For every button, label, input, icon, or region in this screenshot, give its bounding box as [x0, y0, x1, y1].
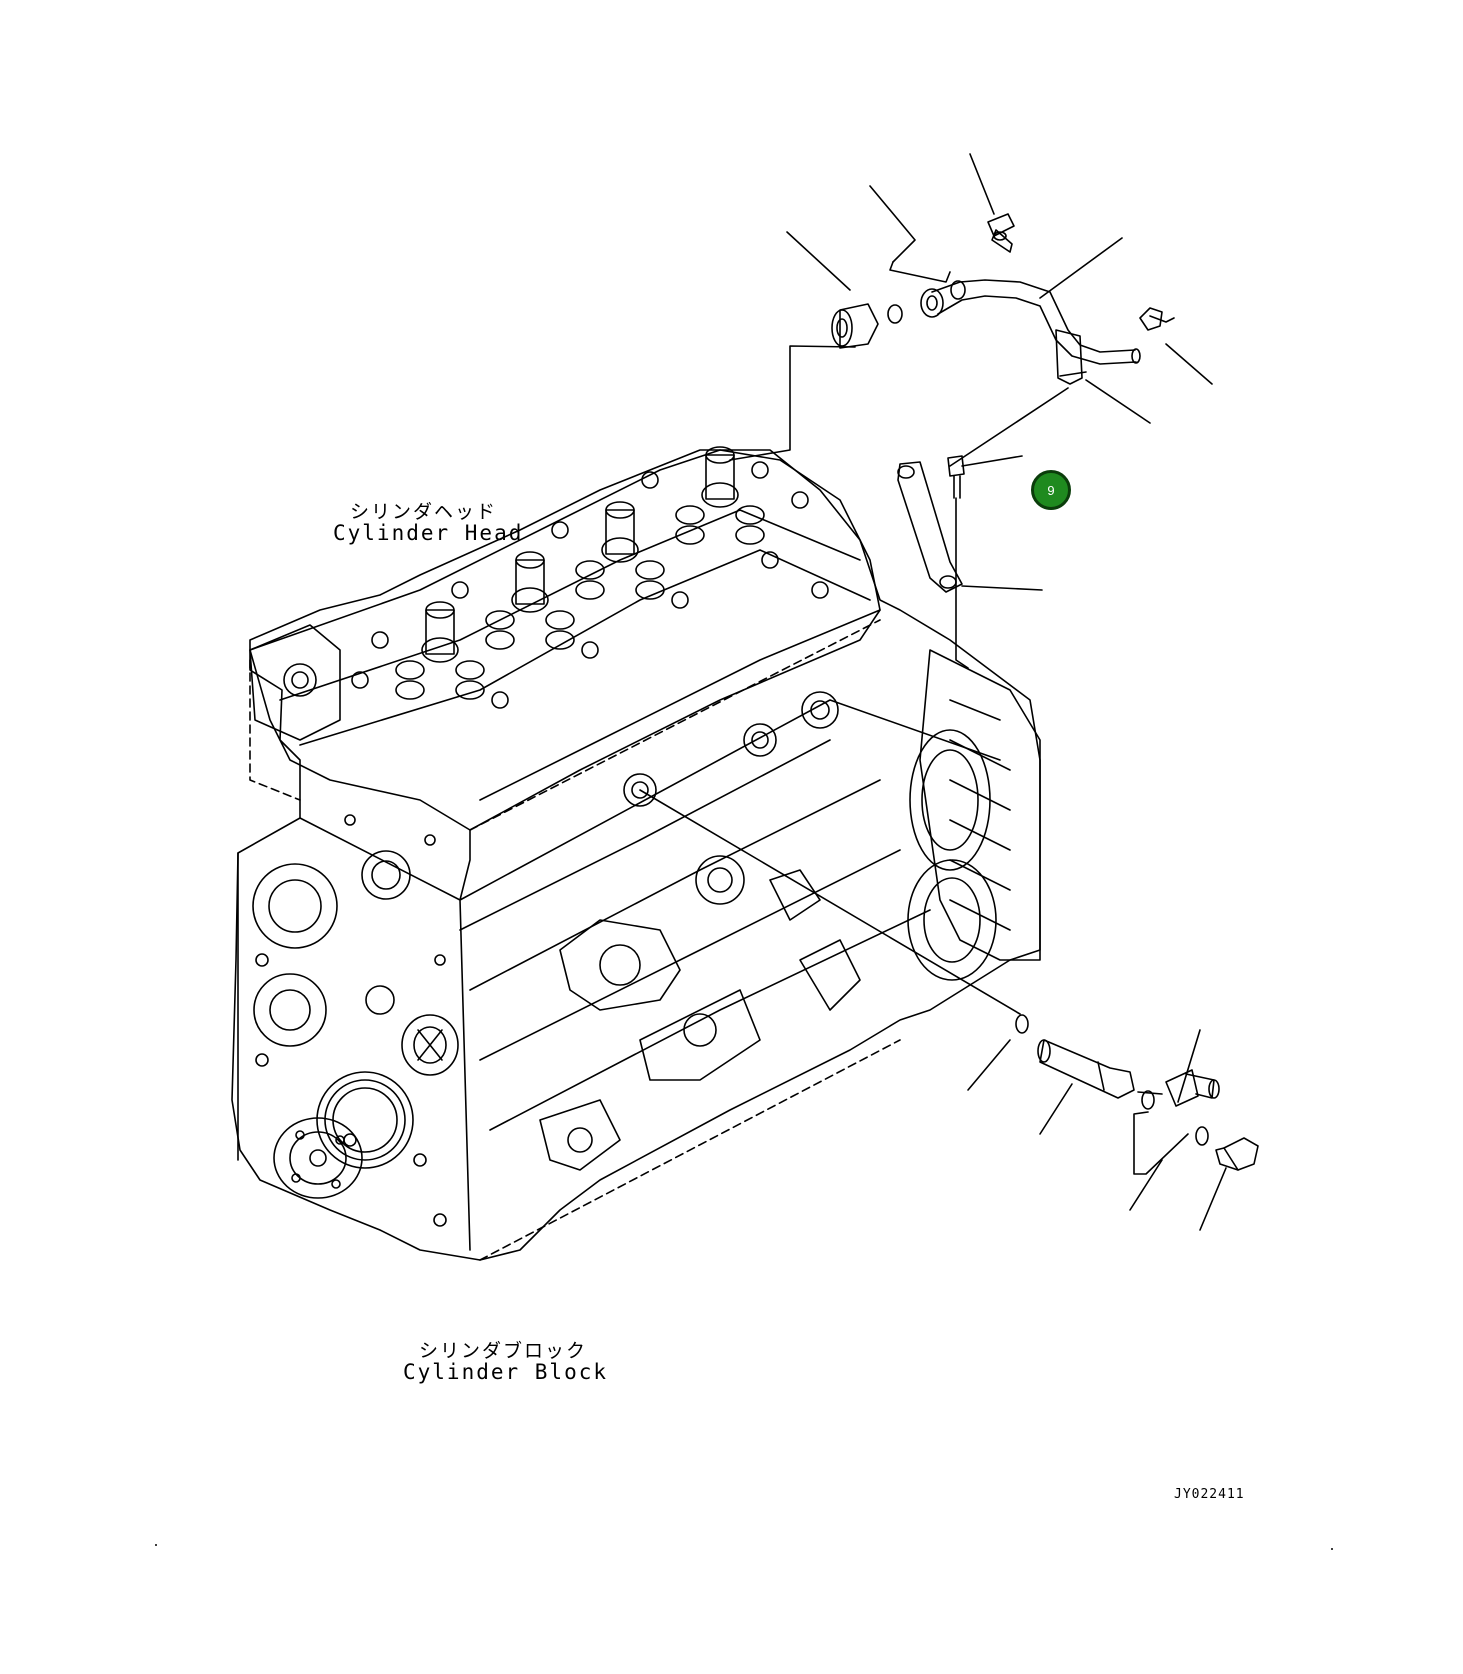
part-callout-marker[interactable]: 9 — [1031, 470, 1071, 510]
cylinder-head-label-jp: シリンダヘッド — [350, 501, 498, 523]
cylinder-block-label-en: Cylinder Block — [403, 1360, 609, 1384]
cylinder-head-label-en: Cylinder Head — [333, 521, 524, 545]
bracket-assembly — [897, 455, 1043, 669]
upper-pipe-assembly — [729, 153, 1213, 467]
valve-stack — [485, 551, 575, 650]
cylinder-block-label-jp: シリンダブロック — [419, 1340, 588, 1362]
reference-code: JY022411 — [1174, 1487, 1245, 1502]
cylinder-block — [231, 449, 1041, 1261]
lower-pipe-assembly — [639, 789, 1259, 1231]
callout-number: 9 — [1047, 482, 1055, 498]
cylinder-head — [249, 446, 881, 831]
valve-stack — [395, 601, 485, 700]
valve-stack — [575, 501, 665, 600]
valve-stack — [675, 446, 765, 545]
